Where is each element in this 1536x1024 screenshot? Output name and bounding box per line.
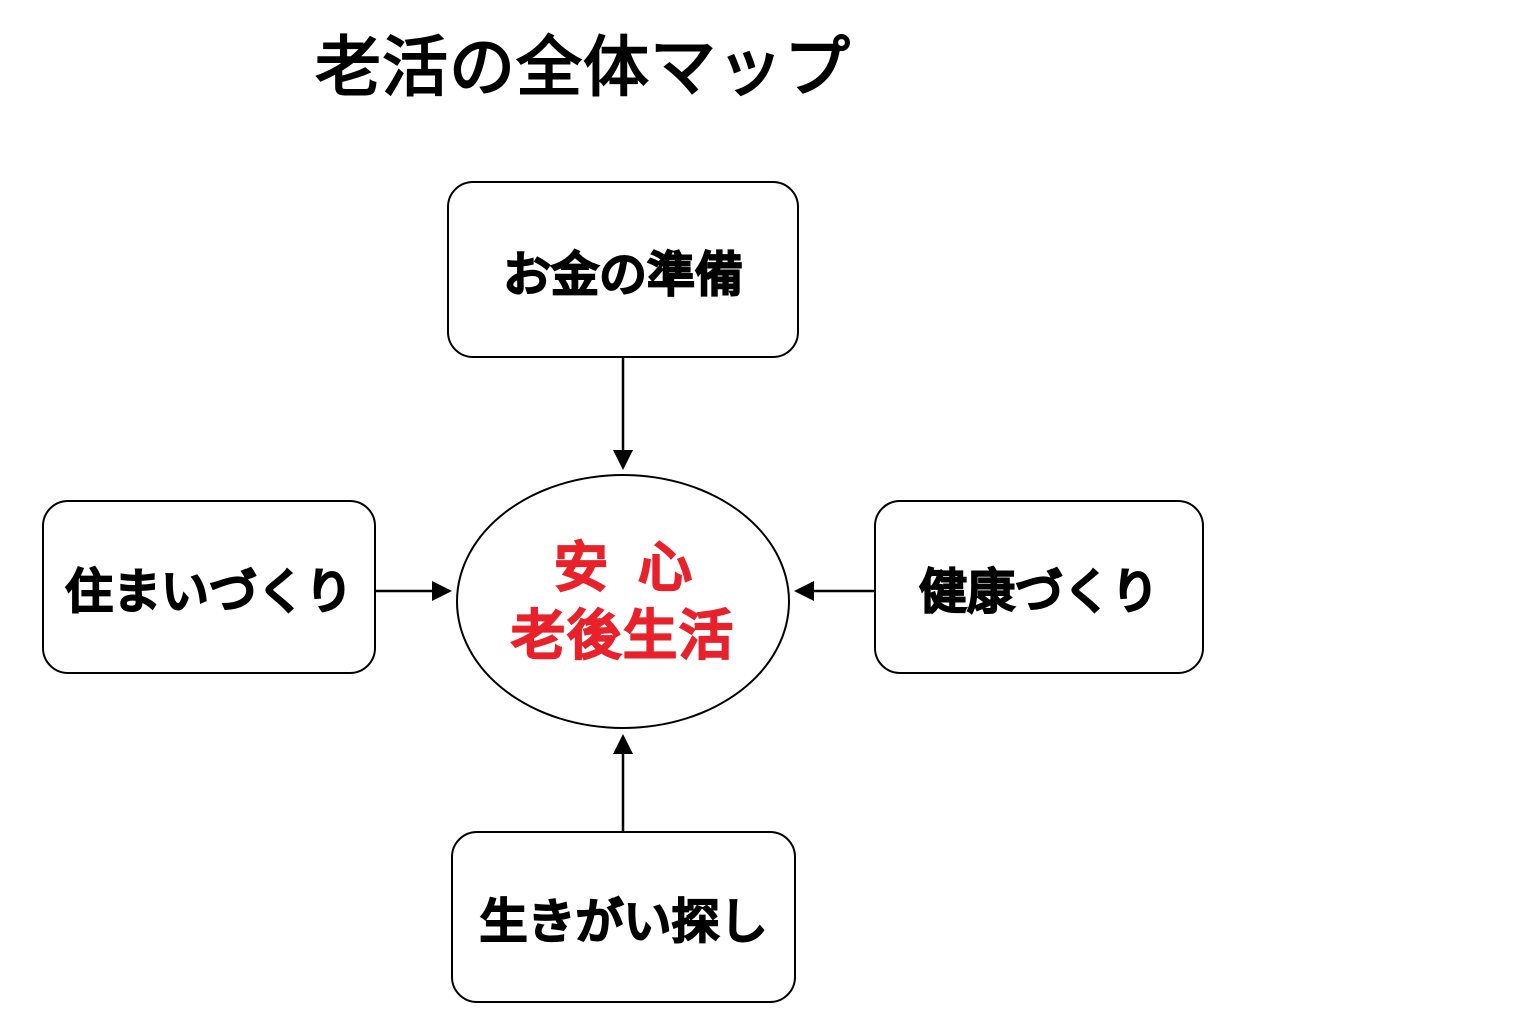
center-ellipse: 安心 老後生活 [456, 474, 790, 729]
diagram-title: 老活の全体マップ [315, 29, 851, 106]
center-label-line-1: 安心 [553, 535, 722, 600]
node-life-purpose-label: 生きがい探し [479, 893, 769, 951]
node-life-purpose: 生きがい探し [451, 831, 796, 1003]
arrowhead-housing [432, 581, 452, 601]
arrowhead-health [794, 581, 814, 601]
node-money-preparation: お金の準備 [447, 181, 799, 358]
node-housing-label: 住まいづくり [64, 563, 354, 621]
node-money-preparation-label: お金の準備 [502, 246, 744, 304]
arrowhead-purpose [613, 734, 633, 754]
arrowhead-money [613, 450, 633, 470]
center-label-line-2: 老後生活 [510, 603, 735, 668]
node-housing: 住まいづくり [42, 500, 376, 674]
node-health: 健康づくり [874, 500, 1204, 674]
node-health-label: 健康づくり [918, 563, 1160, 621]
